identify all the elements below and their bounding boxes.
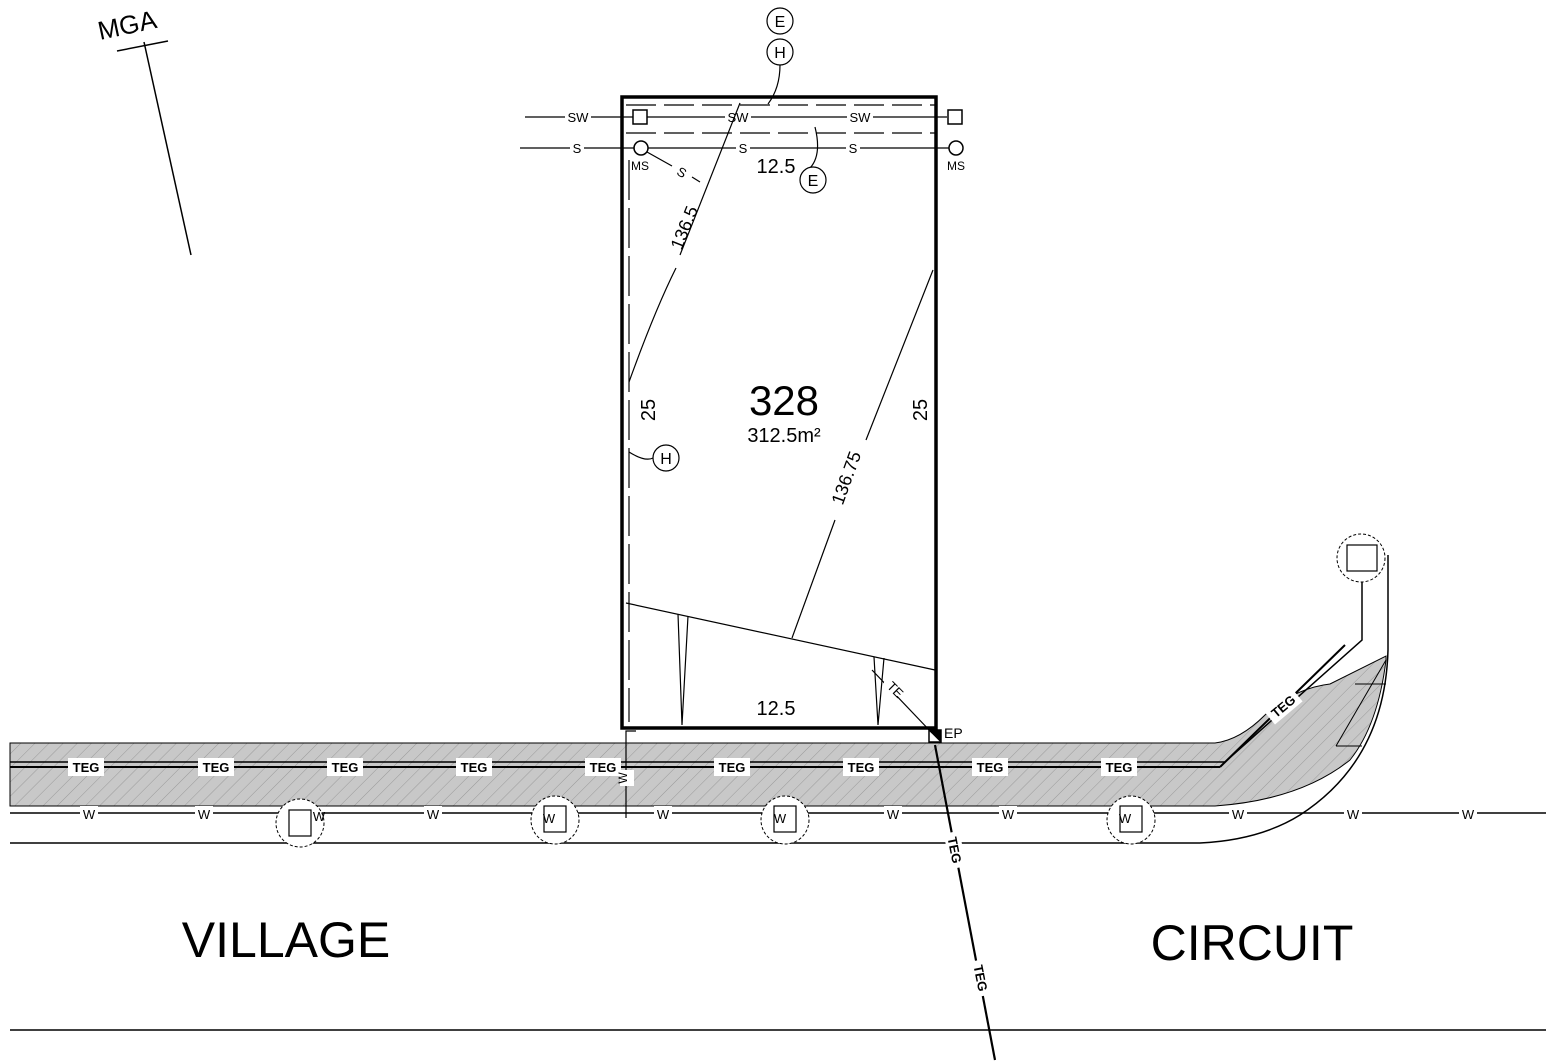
water-label: W — [543, 811, 556, 826]
water-label: W — [1002, 807, 1015, 822]
water-connection-label: W — [616, 772, 630, 784]
teg-label: TEG — [461, 760, 488, 775]
water-label: W — [774, 811, 787, 826]
teg-label: TEG — [719, 760, 746, 775]
stormwater-label: SW — [728, 110, 750, 125]
easement-h-label: H — [774, 45, 786, 62]
te-service: TE — [871, 669, 933, 734]
water-connection: W — [616, 730, 636, 818]
water-label: W — [198, 807, 211, 822]
lot-number: 328 — [749, 377, 819, 424]
stormwater-line: SW SW SW — [525, 109, 963, 125]
street-tree: W — [760, 795, 810, 845]
water-labels: W W W W W W W W W — [80, 806, 1477, 822]
water-label: W — [657, 807, 670, 822]
teg-label: TEG — [73, 760, 100, 775]
water-label: W — [313, 809, 326, 824]
rear-width-label: 12.5 — [757, 156, 796, 178]
stormwater-pit — [632, 109, 648, 125]
sewer-connection-label: S — [674, 164, 689, 181]
electrical-pillar: EP — [927, 725, 963, 744]
teg-label: TEG — [203, 760, 230, 775]
street-tree — [1336, 533, 1386, 583]
contours: 136.5 136.75 — [628, 102, 934, 639]
water-label: W — [1347, 807, 1360, 822]
teg-label: TEG — [848, 760, 875, 775]
road-pavement — [9, 655, 1387, 807]
right-depth-label: 25 — [910, 399, 932, 421]
maintenance-shaft — [948, 140, 964, 156]
front-width-label: 12.5 — [757, 698, 796, 720]
easement-h-label: H — [660, 451, 672, 468]
teg-label: TEG — [1106, 760, 1133, 775]
lot-boundary — [620, 95, 938, 730]
easement-e-label: E — [808, 173, 819, 190]
street-name-left: VILLAGE — [182, 912, 390, 968]
easement-callout-mid: E — [799, 126, 827, 194]
north-label: MGA — [95, 4, 160, 46]
te-label: TE — [884, 678, 907, 701]
street-tree: W — [1106, 795, 1156, 845]
sewer-label: S — [849, 141, 858, 156]
easement — [626, 104, 936, 722]
street-name-right: CIRCUIT — [1151, 915, 1354, 971]
teg-label: TEG — [977, 760, 1004, 775]
water-label: W — [1462, 807, 1475, 822]
contour-label-right: 136.75 — [828, 449, 866, 508]
water-label: W — [83, 807, 96, 822]
teg-labels: TEG TEG TEG TEG TEG TEG TEG TEG TEG TEG — [68, 687, 1303, 776]
maintenance-shaft — [633, 140, 649, 156]
teg-service-line: TEG TEG — [933, 744, 997, 1061]
sewer-label: S — [739, 141, 748, 156]
easement-e-label: E — [775, 14, 786, 31]
water-label: W — [1232, 807, 1245, 822]
easement-callout-top: E H — [766, 7, 794, 105]
street-tree: W — [530, 795, 580, 845]
stormwater-label: SW — [568, 110, 590, 125]
teg-label: TEG — [590, 760, 617, 775]
sewer-line: S S S MS MS S — [520, 140, 965, 183]
stormwater-label: SW — [850, 110, 872, 125]
water-label: W — [887, 807, 900, 822]
north-arrow: MGA — [95, 4, 192, 256]
water-label: W — [1119, 811, 1132, 826]
easement-callout-side: H — [628, 444, 680, 472]
stormwater-pit — [947, 109, 963, 125]
lot-area: 312.5m² — [747, 425, 821, 447]
contour-label-left: 136.5 — [667, 203, 702, 252]
water-label: W — [427, 807, 440, 822]
ms-label: MS — [631, 159, 649, 173]
teg-label: TEG — [945, 836, 965, 865]
lot-dimensions: 12.5 12.5 25 25 — [638, 156, 932, 720]
left-depth-label: 25 — [638, 399, 660, 421]
ep-label: EP — [944, 725, 963, 741]
teg-label: TEG — [971, 964, 991, 993]
ms-label: MS — [947, 159, 965, 173]
teg-label: TEG — [332, 760, 359, 775]
street-tree: W — [275, 798, 326, 848]
sewer-label: S — [573, 141, 582, 156]
